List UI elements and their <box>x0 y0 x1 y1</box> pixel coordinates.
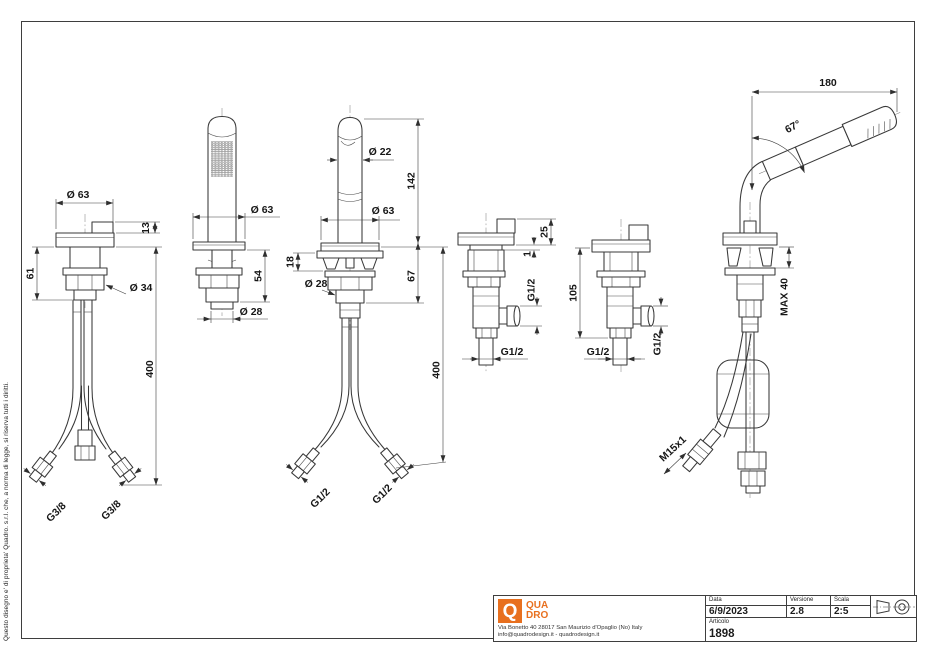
title-block-fields: Data 6/9/2023 Versione 2.8 Scala 2:5 <box>706 596 916 641</box>
dim-g12-side-v5: G1/2 <box>652 332 664 355</box>
dim-dia28-v2: Ø 28 <box>240 306 263 318</box>
field-data: Data 6/9/2023 <box>706 596 786 617</box>
field-data-label: Data <box>709 597 722 603</box>
dim-max40: MAX 40 <box>779 278 791 316</box>
dim-g38-left: G3/8 <box>44 500 69 525</box>
dim-400-v3: 400 <box>431 361 443 379</box>
dim-dia22: Ø 22 <box>369 146 392 158</box>
projection-symbol-cell <box>870 596 916 617</box>
logo-line1: QUA <box>526 600 549 611</box>
knurl-texture <box>211 141 233 177</box>
title-block: Q QUA DRO Via Bonetto 40 28017 San Mauri… <box>493 595 917 642</box>
hose-fitting-g12-right <box>380 447 414 484</box>
dim-dia28-v3: Ø 28 <box>305 278 328 290</box>
dim-dia63-v3: Ø 63 <box>372 205 395 217</box>
dim-g12-side-v4: G1/2 <box>526 278 538 301</box>
hose-fitting-g12-left <box>286 447 320 484</box>
view-handshower: 180 67° MAX 40 M15x1 <box>657 77 903 498</box>
dim-400-v1: 400 <box>144 360 156 378</box>
hose-fitting-g38-left <box>23 450 57 487</box>
dim-142: 142 <box>406 172 418 190</box>
quadro-logo: Q QUA DRO <box>498 599 548 623</box>
address-line2: info@quadrodesign.it - quadrodesign.it <box>498 632 600 638</box>
dim-g12-left: G1/2 <box>308 486 333 511</box>
dim-13: 13 <box>140 222 152 234</box>
dim-67deg: 67° <box>783 118 803 136</box>
view-spout-tall: Ø 22 142 Ø 63 18 Ø 28 67 400 G1/2 G1/2 <box>285 105 448 511</box>
logo-line2: DRO <box>526 609 549 621</box>
sheet-border <box>21 21 915 639</box>
title-block-company: Q QUA DRO Via Bonetto 40 28017 San Mauri… <box>494 596 706 641</box>
dim-54: 54 <box>253 270 265 282</box>
field-scala-label: Scala <box>834 597 850 603</box>
field-versione-value: 2.8 <box>787 605 830 617</box>
dim-61: 61 <box>25 268 37 280</box>
view-valve-a: 25 1 G1/2 G1/2 <box>457 213 556 372</box>
dim-g12-right: G1/2 <box>370 482 395 507</box>
company-address: Via Bonetto 40 28017 San Maurizio d'Opag… <box>498 625 642 639</box>
field-data-value: 6/9/2023 <box>706 605 786 617</box>
hose-fitting-m15 <box>682 428 722 473</box>
dim-g12-bottom-v4: G1/2 <box>501 346 524 358</box>
dim-g12-bottom-v5: G1/2 <box>587 346 610 358</box>
first-angle-projection-icon <box>872 599 915 614</box>
field-scala-value: 2:5 <box>831 605 870 617</box>
quadro-logo-icon: Q <box>498 599 522 623</box>
dim-m15x1: M15x1 <box>657 434 689 465</box>
view-joystick-handle: Ø 63 54 Ø 28 <box>192 108 280 323</box>
field-articolo-value: 1898 <box>709 628 735 640</box>
dim-105: 105 <box>568 284 580 302</box>
field-articolo-label: Articolo <box>709 619 730 625</box>
field-versione: Versione 2.8 <box>786 596 830 617</box>
hose-fitting-g38-right <box>108 450 142 487</box>
dim-g38-right: G3/8 <box>99 498 124 523</box>
view-valve-b: 105 G1/2 G1/2 <box>568 219 668 372</box>
dim-1: 1 <box>522 251 534 257</box>
dim-dia63-v2: Ø 63 <box>251 204 274 216</box>
dim-180: 180 <box>819 77 837 89</box>
handshower-barrel <box>758 105 903 181</box>
dim-67: 67 <box>406 270 418 282</box>
dim-18: 18 <box>285 256 297 268</box>
field-scala: Scala 2:5 <box>830 596 870 617</box>
dim-25: 25 <box>539 226 551 238</box>
view-spout-base: Ø 63 13 61 Ø 34 400 G3/8 G3/8 <box>23 189 162 525</box>
dim-dia34: Ø 34 <box>130 282 153 294</box>
quadro-logo-text: QUA DRO <box>526 601 548 620</box>
field-versione-label: Versione <box>790 597 814 603</box>
dim-dia63-v1: Ø 63 <box>67 189 90 201</box>
address-line1: Via Bonetto 40 28017 San Maurizio d'Opag… <box>498 625 643 631</box>
field-articolo: Articolo 1898 <box>706 617 916 641</box>
